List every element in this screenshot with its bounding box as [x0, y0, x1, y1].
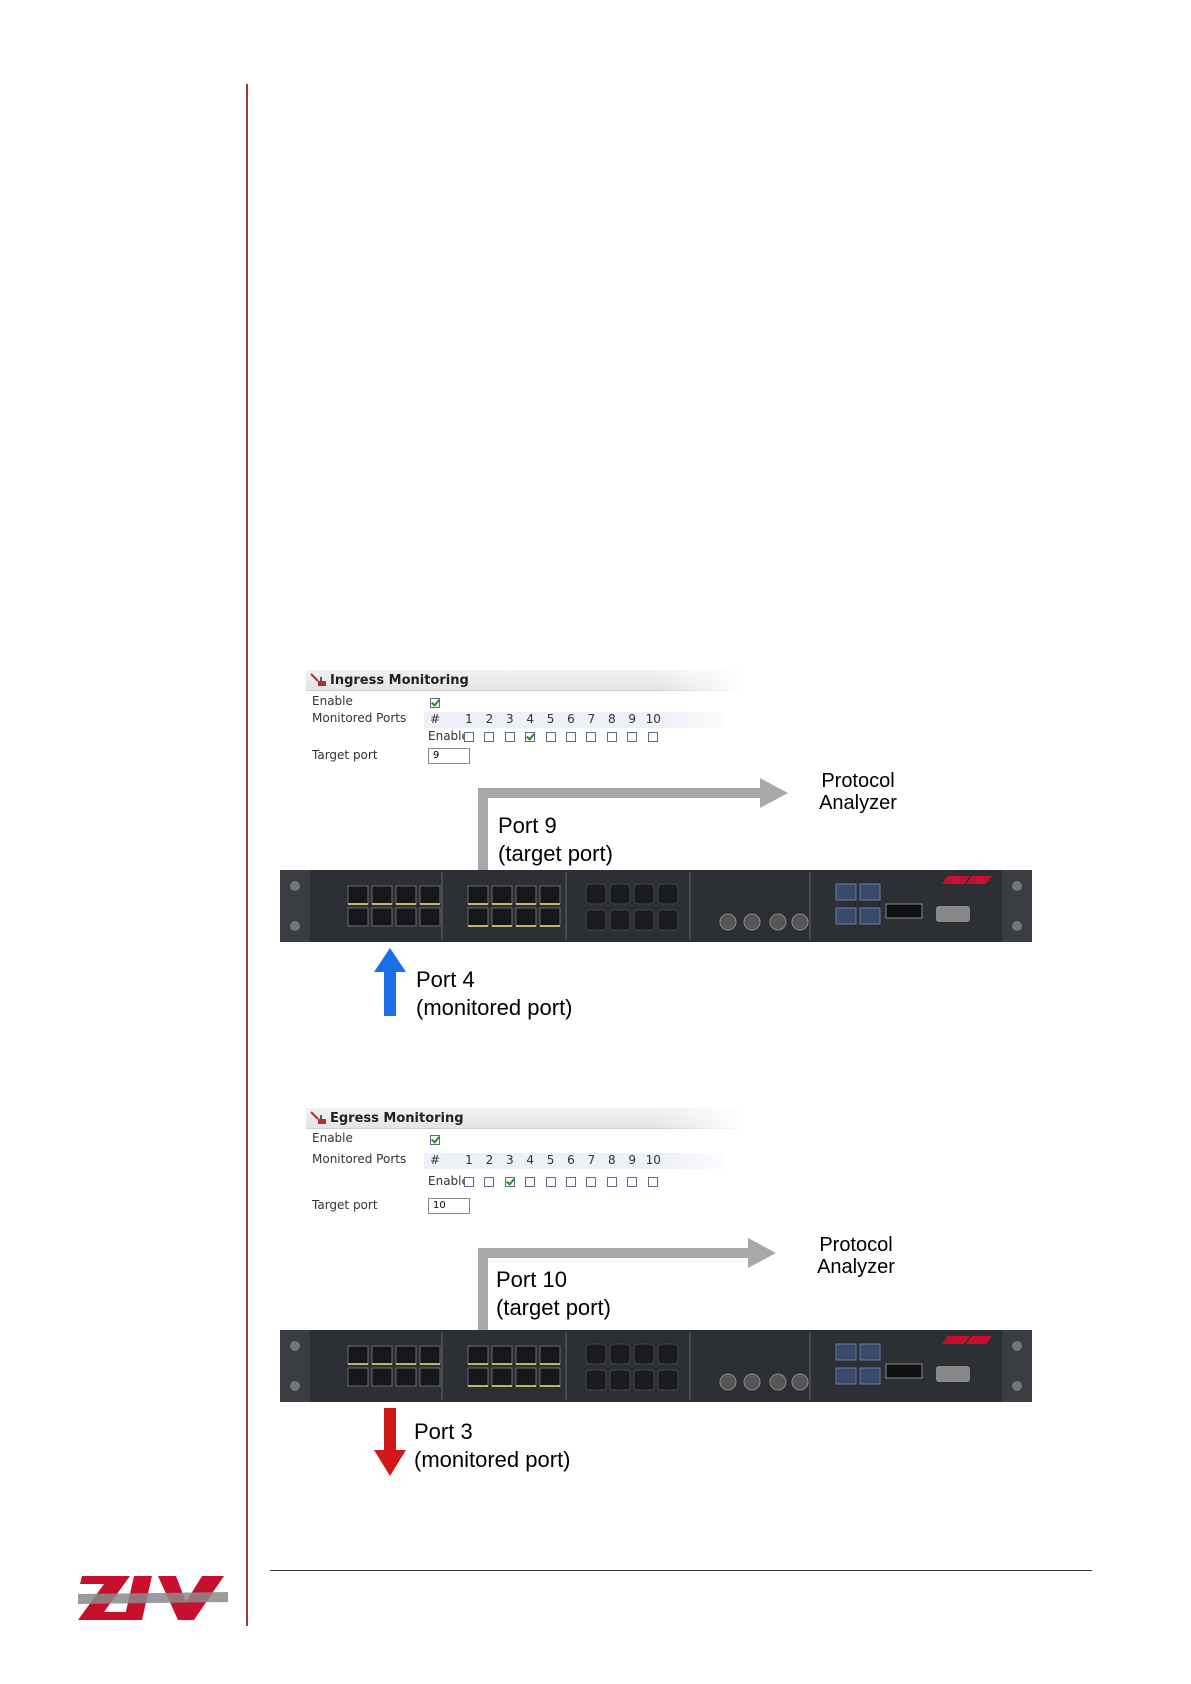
ingress-monitoring-panel: Ingress Monitoring Enable Monitored Port… [296, 660, 746, 782]
row-enable-label: Enable [428, 1174, 469, 1188]
port-checkbox-7[interactable] [586, 1177, 596, 1187]
port-number-10: 10 [646, 1153, 660, 1167]
protocol-analyzer-label: Protocol Analyzer [808, 770, 908, 814]
port-number-5: 5 [544, 712, 558, 726]
port-checkbox-4[interactable] [525, 732, 535, 742]
network-switch-image [280, 870, 1032, 942]
port-checkbox-3[interactable] [505, 732, 515, 742]
port-number-4: 4 [523, 712, 537, 726]
panel-title: Ingress Monitoring [330, 673, 469, 688]
port-number-2: 2 [482, 712, 496, 726]
egress-arrow-down [372, 1406, 408, 1478]
monitored-line1: Port 4 [416, 966, 573, 994]
target-port-caption: Port 9 (target port) [498, 812, 613, 868]
analyzer-line2: Analyzer [806, 1256, 906, 1278]
port-checkbox-10[interactable] [648, 732, 658, 742]
monitored-line1: Port 3 [414, 1418, 571, 1446]
port-checkbox-6[interactable] [566, 1177, 576, 1187]
port-number-7: 7 [584, 712, 598, 726]
port-number-6: 6 [564, 712, 578, 726]
protocol-analyzer-label: Protocol Analyzer [806, 1234, 906, 1278]
monitored-line2: (monitored port) [414, 1446, 571, 1474]
port-checkbox-3[interactable] [505, 1177, 515, 1187]
target-port-input[interactable]: 9 [428, 748, 470, 764]
monitored-ports-label: Monitored Ports [312, 1152, 406, 1166]
port-number-1: 1 [462, 712, 476, 726]
port-checkbox-2[interactable] [484, 1177, 494, 1187]
network-switch-image [280, 1330, 1032, 1402]
port-checkbox-6[interactable] [566, 732, 576, 742]
port-number-4: 4 [523, 1153, 537, 1167]
analyzer-line1: Protocol [808, 770, 908, 792]
target-port-input[interactable]: 10 [428, 1198, 470, 1214]
analyzer-line1: Protocol [806, 1234, 906, 1256]
port-number-8: 8 [605, 712, 619, 726]
port-number-6: 6 [564, 1153, 578, 1167]
port-number-3: 3 [503, 1153, 517, 1167]
port-checkbox-8[interactable] [607, 732, 617, 742]
port-checkbox-9[interactable] [627, 732, 637, 742]
monitor-icon [310, 672, 328, 688]
hash-label: # [430, 1153, 440, 1167]
ziv-logo [78, 1572, 228, 1622]
port-number-2: 2 [482, 1153, 496, 1167]
analyzer-line2: Analyzer [808, 792, 908, 814]
enable-checkbox[interactable] [430, 1135, 440, 1145]
port-checkbox-8[interactable] [607, 1177, 617, 1187]
enable-label: Enable [312, 1131, 353, 1145]
port-number-7: 7 [584, 1153, 598, 1167]
monitored-port-caption: Port 4 (monitored port) [416, 966, 573, 1022]
port-checkbox-1[interactable] [464, 1177, 474, 1187]
port-number-10: 10 [646, 712, 660, 726]
port-number-9: 9 [625, 1153, 639, 1167]
target-line2: (target port) [498, 840, 613, 868]
target-line1: Port 10 [496, 1266, 611, 1294]
port-checkbox-7[interactable] [586, 732, 596, 742]
monitored-line2: (monitored port) [416, 994, 573, 1022]
port-number-8: 8 [605, 1153, 619, 1167]
port-number-1: 1 [462, 1153, 476, 1167]
port-checkbox-5[interactable] [546, 1177, 556, 1187]
target-port-label: Target port [312, 748, 378, 762]
monitor-icon [310, 1110, 328, 1126]
target-line2: (target port) [496, 1294, 611, 1322]
port-number-3: 3 [503, 712, 517, 726]
monitored-port-caption: Port 3 (monitored port) [414, 1418, 571, 1474]
enable-label: Enable [312, 694, 353, 708]
port-checkbox-1[interactable] [464, 732, 474, 742]
egress-monitoring-panel: Egress Monitoring Enable Monitored Ports… [296, 1098, 746, 1220]
port-checkbox-10[interactable] [648, 1177, 658, 1187]
panel-title: Egress Monitoring [330, 1111, 464, 1126]
row-enable-label: Enable [428, 729, 469, 743]
target-port-caption: Port 10 (target port) [496, 1266, 611, 1322]
port-checkbox-5[interactable] [546, 732, 556, 742]
enable-checkbox[interactable] [430, 698, 440, 708]
ingress-arrow-up [372, 946, 408, 1018]
port-checkbox-2[interactable] [484, 732, 494, 742]
port-number-9: 9 [625, 712, 639, 726]
port-number-5: 5 [544, 1153, 558, 1167]
target-line1: Port 9 [498, 812, 613, 840]
target-port-label: Target port [312, 1198, 378, 1212]
port-checkbox-4[interactable] [525, 1177, 535, 1187]
monitored-ports-label: Monitored Ports [312, 711, 406, 725]
port-checkbox-9[interactable] [627, 1177, 637, 1187]
footer-rule [270, 1570, 1092, 1571]
margin-line [246, 84, 248, 1626]
hash-label: # [430, 712, 440, 726]
